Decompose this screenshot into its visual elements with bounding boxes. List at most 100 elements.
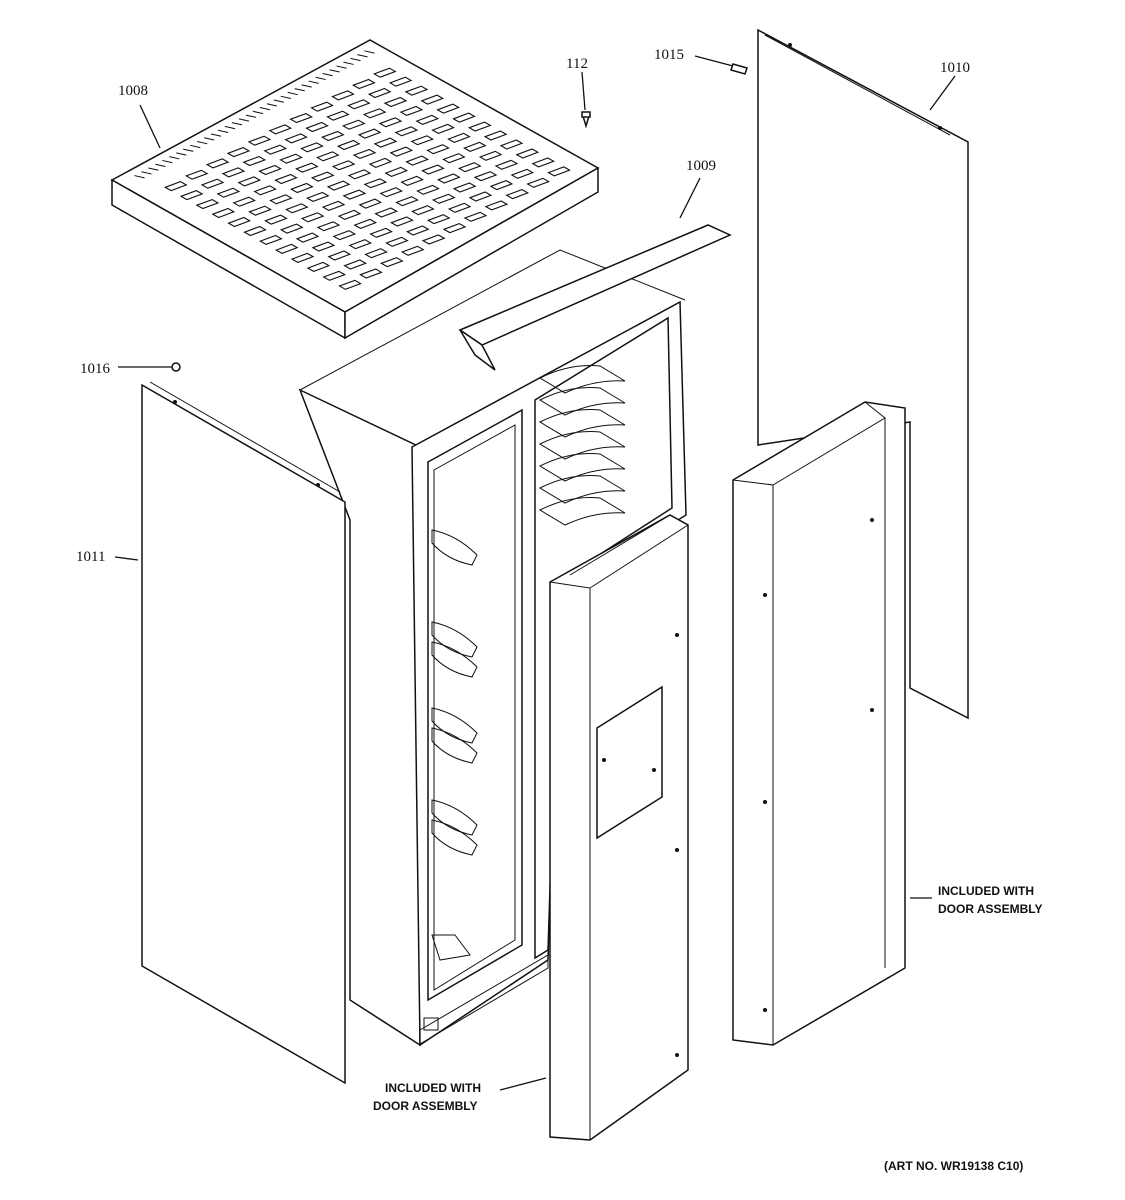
vent-slot [295,232,320,243]
vent-slot [269,194,293,205]
vent-slot [253,185,277,196]
vent-slot [342,189,367,200]
vent-slot [379,257,404,268]
label-1015: 1015 [654,47,684,63]
vent-slot [383,96,408,108]
vent-slot [410,135,435,146]
vent-slot [300,142,324,153]
vent-slot [211,207,236,219]
vent-slot [388,76,413,87]
vent-slot [510,168,535,179]
label-1009: 1009 [686,158,716,174]
vent-perforation [357,54,368,58]
vent-slot [457,162,482,173]
note-bottom-line2: DOOR ASSEMBLY [373,1099,477,1113]
vent-slot [337,209,362,221]
vent-slot [426,214,451,225]
vent-slot [264,214,288,225]
vent-slot [320,130,345,142]
vent-perforation [231,122,243,126]
vent-slot [311,241,336,252]
leader-1008 [139,104,161,149]
vent-slot [285,203,309,214]
vent-slot [410,205,435,216]
vent-perforation [273,99,284,103]
vent-perforation [364,50,375,54]
fastener-1015 [730,63,748,75]
vent-perforation [190,144,201,149]
vent-slot [372,67,397,78]
vent-perforation [134,175,145,179]
vent-slot [347,169,372,180]
vent-slot [359,268,383,279]
vent-slot [499,139,524,150]
vent-slot [489,179,514,191]
vent-slot [295,162,319,173]
vent-slot [463,141,487,153]
vent-slot [515,148,540,159]
vent-perforation [197,141,208,145]
vent-slot [394,126,419,137]
vent-slot [400,245,425,256]
vent-slot [258,164,282,176]
vent-perforation [329,69,340,73]
vent-slot [421,234,446,245]
vent-slot [326,110,350,121]
vent-perforation [301,84,312,88]
leader-lines [114,55,956,1091]
vent-slot [316,221,341,232]
vent-slot [367,87,392,99]
vent-slot [205,158,230,169]
vent-slot [384,166,409,178]
vent-slot [274,173,298,185]
leader-112 [581,71,586,111]
vent-slot [363,178,388,189]
vent-perforation [217,129,229,133]
fresh-food-shelves [431,529,478,961]
vent-slot [327,250,352,261]
vent-slot [338,279,362,290]
vent-slot [406,225,430,236]
vent-slot [268,124,293,135]
label-1016: 1016 [80,361,111,377]
vent-slot [468,191,493,202]
vent-slot [274,243,299,255]
vent-perforation [238,118,250,122]
vent-perforation [280,95,291,99]
vent-perforation [141,171,152,175]
vent-slot [310,171,335,182]
vent-slot [379,187,403,198]
vent-slot [242,155,267,167]
vent-perforation [252,110,264,115]
vent-slot [452,182,477,193]
vent-slot [326,180,351,191]
vent-slot [164,180,188,192]
vent-slot [237,176,262,187]
top-cover [110,39,600,340]
label-1010: 1010 [940,60,970,76]
vent-slot [426,144,450,155]
label-112: 112 [566,56,588,72]
vent-slot [431,123,455,135]
vent-perforation [204,137,215,141]
vent-perforation [343,61,354,65]
right-door-panel [732,401,906,1046]
vent-slot [437,173,461,184]
vent-slot [331,90,355,101]
vent-slot [447,202,472,213]
vent-slot [321,200,346,212]
vent-slot [484,200,509,211]
vent-slot [305,121,329,133]
vent-slot [373,137,398,148]
vent-slot [341,119,366,130]
screw-112 [581,111,591,129]
leader-bottom-note [499,1077,547,1091]
vent-perforation [322,73,333,77]
vent-slot [494,159,519,170]
vent-slot [310,101,334,112]
vent-perforation [210,133,222,137]
vent-slot [351,78,376,90]
vent-perforation [155,163,166,167]
vent-slot [221,167,246,178]
